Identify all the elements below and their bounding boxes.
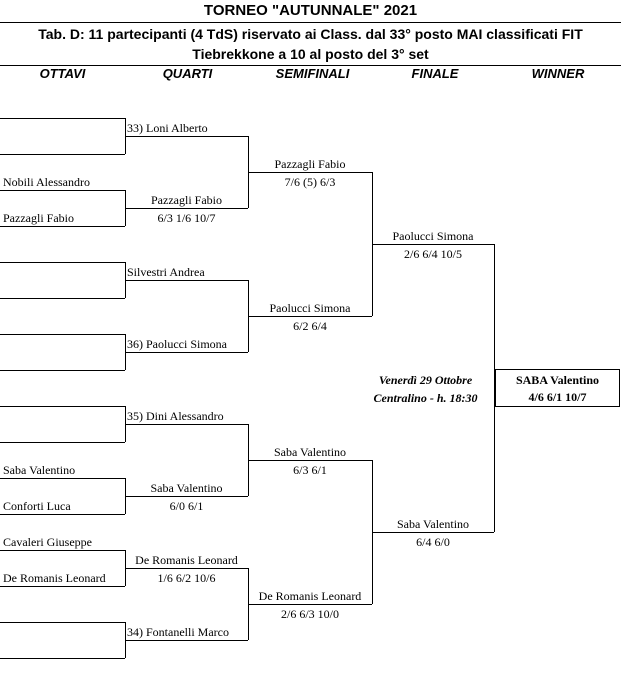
winner-score: 4/6 6/1 10/7 bbox=[528, 390, 587, 404]
quarti-player: 35) Dini Alessandro bbox=[127, 409, 224, 423]
quarti-line bbox=[125, 424, 248, 425]
ottavi-line bbox=[0, 154, 125, 155]
ottavi-line bbox=[0, 226, 125, 227]
finale-player: Paolucci Simona bbox=[392, 229, 474, 243]
semi-player: Paolucci Simona bbox=[269, 301, 351, 315]
quarti-player: 34) Fontanelli Marco bbox=[127, 625, 229, 639]
finale-line bbox=[372, 532, 494, 533]
quarti-line bbox=[125, 640, 248, 641]
quarti-score: 1/6 6/2 10/6 bbox=[157, 571, 216, 585]
finale-player: Saba Valentino bbox=[396, 517, 470, 531]
ottavi-player: De Romanis Leonard bbox=[3, 571, 106, 585]
quarti-line bbox=[125, 136, 248, 137]
ottavi-line bbox=[0, 514, 125, 515]
ottavi-player: Saba Valentino bbox=[3, 463, 76, 477]
column-header-quarti: QUARTI bbox=[162, 66, 213, 81]
semi-score: 6/2 6/4 bbox=[293, 319, 327, 333]
connector bbox=[494, 244, 495, 532]
header-rule-bottom bbox=[0, 65, 621, 66]
ottavi-line bbox=[0, 370, 125, 371]
ottavi-line bbox=[0, 442, 125, 443]
semi-score: 6/3 6/1 bbox=[293, 463, 327, 477]
winner-name: SABA Valentino bbox=[515, 373, 600, 387]
quarti-line bbox=[125, 352, 248, 353]
quarti-score: 6/0 6/1 bbox=[169, 499, 204, 513]
semi-player: Saba Valentino bbox=[273, 445, 347, 459]
column-header-finale: FINALE bbox=[411, 66, 459, 81]
quarti-player: De Romanis Leonard bbox=[135, 553, 238, 567]
finale-score: 2/6 6/4 10/5 bbox=[403, 247, 462, 261]
semi-player: De Romanis Leonard bbox=[258, 589, 362, 603]
ottavi-line bbox=[0, 190, 125, 191]
ottavi-player: Conforti Luca bbox=[3, 499, 71, 513]
column-header-semifinali: SEMIFINALI bbox=[275, 66, 350, 81]
finale-score: 6/4 6/0 bbox=[416, 535, 450, 549]
ottavi-player: Pazzagli Fabio bbox=[3, 211, 74, 225]
ottavi-line bbox=[0, 406, 125, 407]
ottavi-line bbox=[0, 298, 125, 299]
winner-box: SABA Valentino 4/6 6/1 10/7 bbox=[495, 369, 620, 407]
ottavi-line bbox=[0, 118, 125, 119]
quarti-player: Pazzagli Fabio bbox=[151, 193, 222, 207]
quarti-line bbox=[125, 208, 248, 209]
quarti-line bbox=[125, 496, 248, 497]
quarti-line bbox=[125, 280, 248, 281]
ottavi-player: Nobili Alessandro bbox=[3, 175, 90, 189]
semi-line bbox=[248, 604, 372, 605]
semi-line bbox=[248, 460, 372, 461]
semi-player: Pazzagli Fabio bbox=[274, 157, 346, 171]
semi-line bbox=[248, 172, 372, 173]
ottavi-line bbox=[0, 262, 125, 263]
quarti-player: Silvestri Andrea bbox=[127, 265, 205, 279]
column-header-winner: WINNER bbox=[531, 66, 585, 81]
final-court-time: Centralino - h. 18:30 bbox=[373, 391, 478, 405]
subtitle-line-2: Tiebrekkone a 10 al posto del 3° set bbox=[192, 46, 429, 62]
quarti-score: 6/3 1/6 10/7 bbox=[157, 211, 216, 225]
quarti-line bbox=[125, 568, 248, 569]
ottavi-player: Cavaleri Giuseppe bbox=[3, 535, 92, 549]
finale-line bbox=[372, 244, 494, 245]
quarti-player: 33) Loni Alberto bbox=[127, 121, 208, 135]
quarti-player: 36) Paolucci Simona bbox=[127, 337, 227, 351]
ottavi-line bbox=[0, 658, 125, 659]
ottavi-line bbox=[0, 334, 125, 335]
semi-line bbox=[248, 316, 372, 317]
subtitle-line-1: Tab. D: 11 partecipanti (4 TdS) riservat… bbox=[38, 26, 583, 42]
ottavi-line bbox=[0, 586, 125, 587]
quarti-player: Saba Valentino bbox=[150, 481, 223, 495]
column-header-ottavi: OTTAVI bbox=[39, 66, 86, 81]
tournament-title: TORNEO "AUTUNNALE" 2021 bbox=[203, 2, 418, 19]
final-date: Venerdì 29 Ottobre bbox=[378, 373, 473, 387]
semi-score: 7/6 (5) 6/3 bbox=[284, 175, 336, 189]
ottavi-line bbox=[0, 622, 125, 623]
ottavi-line bbox=[0, 478, 125, 479]
semi-score: 2/6 6/3 10/0 bbox=[280, 607, 339, 621]
ottavi-line bbox=[0, 550, 125, 551]
header-rule-top bbox=[0, 22, 621, 23]
